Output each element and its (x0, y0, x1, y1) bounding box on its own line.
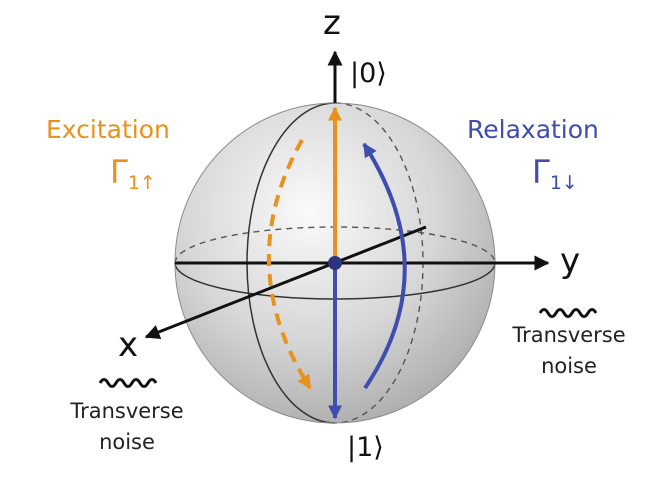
z-axis-label: z (323, 3, 341, 43)
transverse-noise-right-line2: noise (541, 354, 597, 378)
noise-squiggle-right-icon (538, 308, 598, 318)
noise-squiggle-left-icon (98, 378, 158, 388)
transverse-noise-right: Transverse noise (498, 320, 640, 382)
excitation-label: Excitation (46, 115, 170, 144)
relaxation-rate: Γ1↓ (532, 156, 578, 193)
excitation-rate: Γ1↑ (110, 156, 156, 193)
relaxation-rate-symbol: Γ (532, 153, 550, 191)
excitation-rate-symbol: Γ (110, 153, 128, 191)
transverse-noise-left-line2: noise (99, 430, 155, 454)
transverse-noise-left-line1: Transverse (70, 399, 184, 423)
origin-point (328, 256, 342, 270)
transverse-noise-left: Transverse noise (56, 396, 198, 458)
relaxation-label: Relaxation (467, 115, 599, 144)
excitation-rate-subscript: 1↑ (127, 172, 156, 194)
y-axis-label: y (560, 241, 581, 281)
ket-0-label: |0⟩ (350, 58, 387, 89)
x-axis (144, 225, 427, 340)
excitation-path-arc (266, 139, 312, 390)
relaxation-rate-subscript: 1↓ (549, 172, 578, 194)
transverse-noise-right-line1: Transverse (512, 323, 626, 347)
relaxation-path-arc (362, 142, 407, 390)
ket-1-label: |1⟩ (347, 432, 384, 463)
x-axis-label: x (118, 325, 139, 365)
